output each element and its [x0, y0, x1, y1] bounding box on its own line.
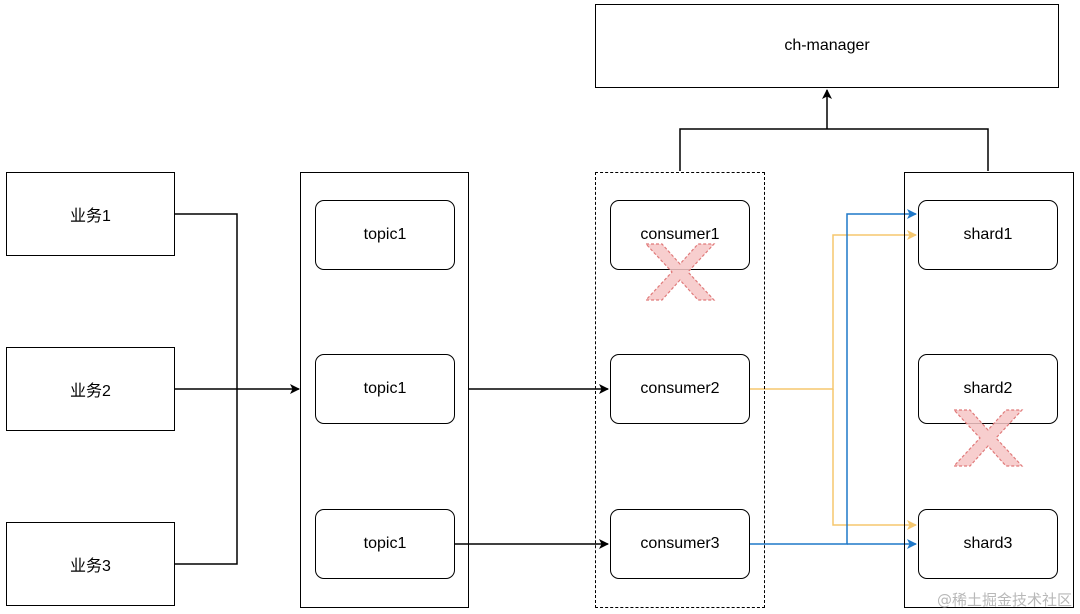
- watermark: @稀土掘金技术社区: [936, 591, 1072, 609]
- shard-label: shard3: [963, 535, 1013, 552]
- manager-node: ch-manager: [595, 4, 1059, 88]
- topic-label: topic1: [363, 226, 407, 243]
- business-label: 业务3: [70, 558, 111, 575]
- topic-to-consumer-edges: [455, 384, 609, 549]
- topic-group: [300, 172, 469, 608]
- shard-group: [904, 172, 1074, 608]
- failure-x-icon: [952, 409, 1024, 467]
- manager-label: ch-manager: [784, 37, 870, 54]
- shard-label: shard2: [963, 380, 1013, 397]
- consumer-label: consumer1: [640, 226, 720, 243]
- business-to-topic-edges: [175, 213, 300, 565]
- consumer-node-3: consumer3: [610, 509, 750, 579]
- shard-label: shard1: [963, 226, 1013, 243]
- consumer-group: [595, 172, 765, 608]
- topic-node-3: topic1: [315, 509, 455, 579]
- consumer2-shard-route: [749, 230, 917, 530]
- business-label: 业务2: [70, 383, 111, 400]
- business-node-3: 业务3: [6, 522, 175, 606]
- failure-x-icon: [644, 243, 716, 301]
- consumer-node-2: consumer2: [610, 354, 750, 424]
- shard-node-3: shard3: [918, 509, 1058, 579]
- shard-node-1: shard1: [918, 200, 1058, 270]
- business-label: 业务1: [70, 208, 111, 225]
- manager-edges: [679, 89, 989, 171]
- consumer-label: consumer2: [640, 380, 720, 397]
- topic-label: topic1: [363, 380, 407, 397]
- consumer-label: consumer3: [640, 535, 720, 552]
- topic-node-1: topic1: [315, 200, 455, 270]
- business-node-1: 业务1: [6, 172, 175, 256]
- business-node-2: 业务2: [6, 347, 175, 431]
- topic-label: topic1: [363, 535, 407, 552]
- topic-node-2: topic1: [315, 354, 455, 424]
- shard-node-2: shard2: [918, 354, 1058, 424]
